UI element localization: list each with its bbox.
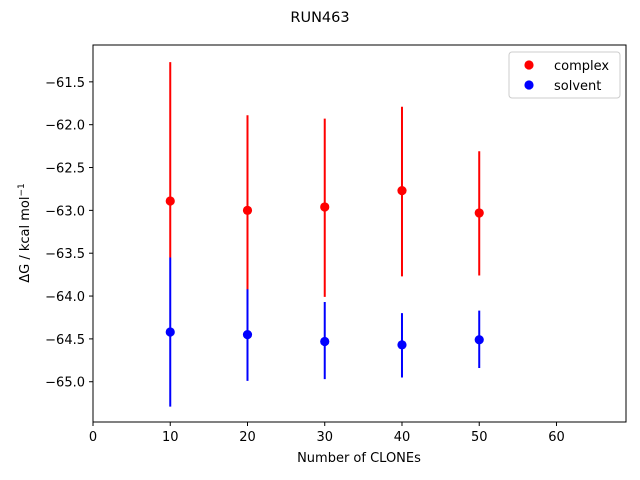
y-axis-ticks: −65.0 −64.5 −64.0 −63.5 −63.0 −62.5 −62.0 −61.5 xyxy=(45,76,93,391)
complex-point xyxy=(165,196,175,206)
complex-point xyxy=(397,186,407,196)
x-tick-label: 20 xyxy=(239,430,256,445)
y-tick-label: −62.0 xyxy=(45,119,85,134)
solvent-point xyxy=(397,340,407,350)
y-tick-label: −63.0 xyxy=(45,204,85,219)
x-axis-ticks: 0 10 20 30 40 50 60 xyxy=(89,422,565,445)
x-tick-label: 10 xyxy=(162,430,179,445)
legend: complex solvent xyxy=(508,51,621,99)
y-tick-label: −64.0 xyxy=(45,290,85,305)
y-tick-label: −61.5 xyxy=(45,76,85,91)
legend-label-solvent: solvent xyxy=(554,79,601,94)
complex-point xyxy=(320,202,330,212)
y-axis-label-main: ΔG / kcal mol xyxy=(18,197,33,283)
x-tick-label: 40 xyxy=(394,430,411,445)
solvent-point xyxy=(474,335,484,345)
x-tick-label: 30 xyxy=(316,430,333,445)
plot-frame xyxy=(92,44,627,423)
y-tick-label: −65.0 xyxy=(45,376,85,391)
complex-point xyxy=(474,208,484,218)
x-tick-label: 60 xyxy=(548,430,565,445)
solvent-point xyxy=(242,330,253,340)
solvent-point xyxy=(165,327,175,337)
x-axis-label: Number of CLONEs xyxy=(297,451,421,466)
legend-label-complex: complex xyxy=(554,59,609,74)
y-axis-label-superscript: −1 xyxy=(17,183,27,196)
legend-marker-solvent xyxy=(524,80,534,90)
y-tick-label: −64.5 xyxy=(45,333,85,348)
chart-title: RUN463 xyxy=(290,10,349,26)
solvent-point xyxy=(320,336,330,347)
y-tick-label: −62.5 xyxy=(45,162,85,177)
y-tick-label: −63.5 xyxy=(45,247,85,262)
y-axis-label: ΔG / kcal mol−1 xyxy=(17,183,33,283)
legend-box xyxy=(508,51,621,99)
legend-marker-complex xyxy=(524,60,534,70)
complex-point xyxy=(242,205,253,215)
x-tick-label: 0 xyxy=(89,430,97,445)
x-tick-label: 50 xyxy=(471,430,488,445)
plot-data xyxy=(165,62,484,407)
